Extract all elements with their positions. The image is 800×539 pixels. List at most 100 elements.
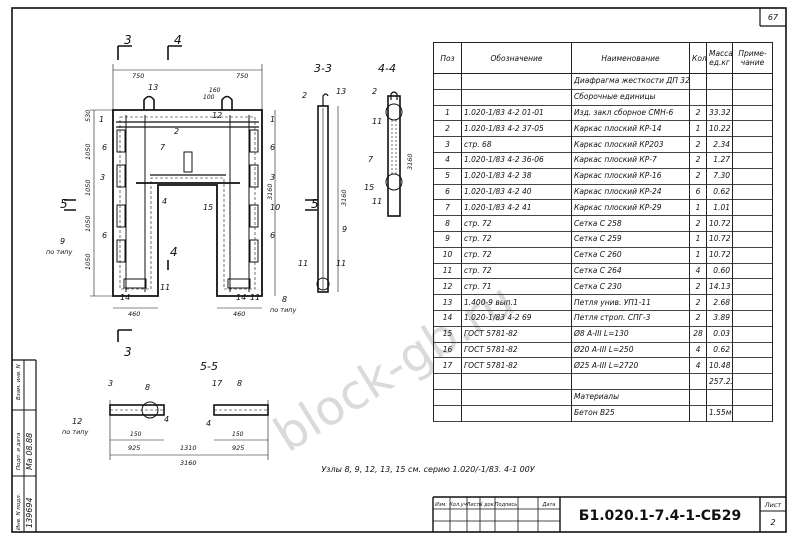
table-row: Материалы [433,389,773,406]
table-cell: 2 [689,136,707,153]
section-3-3-callout-2: 2 [302,91,307,100]
side-stamp-inventory: 139694 [25,497,34,528]
callout-12: 12 [212,111,222,120]
table-cell [433,73,462,90]
table-cell: 1.020-1/83 4-2 37-05 [461,120,572,137]
table-cell: 2 [689,310,707,327]
table-cell [706,73,733,90]
table-cell: 15 [433,326,462,343]
callout-6: 6 [102,143,107,152]
dim-left-1050-1: 1050 [84,143,92,160]
table-cell: 6 [689,184,707,200]
table-cell: ГОСТ 5781-82 [461,342,572,358]
table-cell [732,120,773,137]
header-qty: Кол [689,42,707,74]
table-cell [732,326,773,343]
table-cell [706,89,733,106]
table-cell: 4 [689,342,707,358]
callout-10: 10 [270,203,280,212]
table-cell: 8 [433,215,462,232]
side-stamp-signature: Ма 08.88 [25,433,34,470]
table-cell: 1.01 [706,199,733,216]
table-cell: стр. 72 [461,263,572,279]
table-cell: 7 [433,199,462,216]
callout-1r: 1 [270,115,275,124]
table-cell: 28 [689,326,707,343]
table-cell: 1 [689,231,707,248]
table-cell: 10 [433,247,462,264]
callout-14: 14 [120,293,130,302]
section-3-3-callout-11: 11 [298,259,308,268]
table-cell [732,215,773,232]
table-cell: 10.48 [706,357,733,374]
table-cell: 10.72 [706,247,733,264]
section-3-3-callout-13: 13 [336,87,346,96]
table-row: Сборочные единицы [433,89,773,106]
table-cell: 1 [689,120,707,137]
table-cell: 1.27 [706,152,733,169]
cut-4-top: 4 [174,33,182,47]
table-cell: 0.62 [706,342,733,358]
table-cell: Сетка С 258 [571,215,690,232]
table-cell: Сетка С 264 [571,263,690,279]
list-label: Лист [764,501,782,509]
side-stamp-label-1: Инв. N подл. [16,493,22,530]
table-cell: 2 [689,152,707,169]
section-4-4-callout-2: 2 [372,87,377,96]
table-cell: Каркас плоский КР-29 [571,199,690,216]
section-3-3 [316,93,339,293]
callout-8: 8 [282,295,287,304]
table-cell: 1 [689,247,707,264]
table-cell: 1 [433,105,462,121]
document-designation: Б1.020.1-7.4-1-СБ29 [579,508,741,524]
table-cell: 1 [689,199,707,216]
callout-11: 11 [160,283,170,292]
table-cell: 4 [689,263,707,279]
table-cell: Сетка С 259 [571,231,690,248]
section-5-5-callout-8: 8 [145,383,150,392]
spec-header-row: Поз Обозначение Наименование Кол Масса е… [433,42,773,74]
table-cell: 14 [433,310,462,327]
section-5-5-dim-925-right: 925 [232,444,244,452]
callout-2: 2 [174,127,179,136]
callout-7: 7 [160,143,166,152]
stamp-header-list: Лист [466,502,481,508]
table-cell: Ø8 А-III L=130 [571,326,690,343]
section-4-4 [385,91,403,217]
stamp-header-data: Дата [542,502,556,508]
table-cell: 17 [433,357,462,374]
table-cell: Каркас плоский КР-14 [571,120,690,137]
table-cell: Ø20 А-III L=250 [571,342,690,358]
table-cell: 3 [433,136,462,153]
table-cell: 0.62 [706,184,733,200]
table-cell [732,357,773,374]
table-cell: Петля строп. СПГ-3 [571,310,690,327]
table-cell [732,184,773,200]
callout-6r: 6 [270,143,275,152]
table-cell: 6 [433,184,462,200]
table-cell: 9 [433,231,462,248]
table-cell: 4 [433,152,462,169]
table-cell: Каркас плоский КР-16 [571,168,690,185]
table-cell: 16 [433,342,462,358]
dim-bottom-right: 460 [233,310,245,318]
section-3-3-callout-9: 9 [342,225,347,234]
table-cell: 1.400-9 вып.1 [461,294,572,311]
table-cell: 3.89 [706,310,733,327]
section-5-5-callout-12: 12 [72,417,82,426]
table-cell [461,73,572,90]
table-cell: Материалы [571,389,690,406]
dim-bottom-left: 460 [128,310,140,318]
stamp-header-ndok: N док. [479,502,495,508]
table-cell [461,405,572,422]
table-cell: 11 [433,263,462,279]
